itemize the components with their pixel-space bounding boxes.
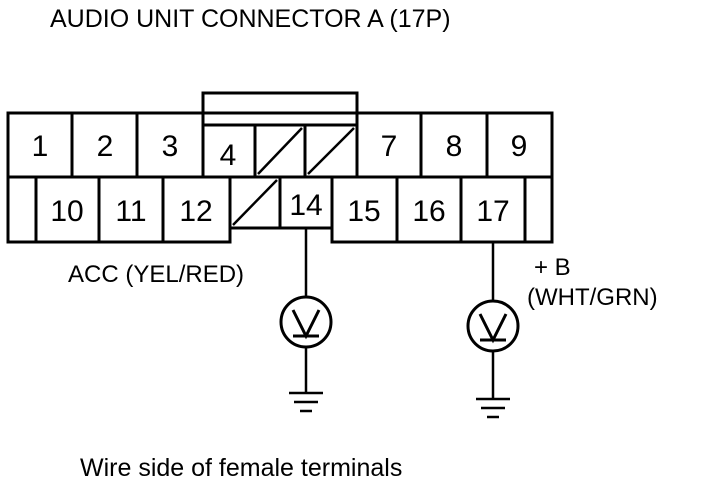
blocked-cavity-13 [232,179,278,226]
pin-15: 15 [347,195,380,228]
pin-2: 2 [97,130,114,163]
connector-body [6,91,554,244]
pin-16: 16 [412,195,445,228]
pin-1: 1 [32,130,49,163]
pin-11: 11 [115,195,146,228]
pin-7: 7 [381,130,398,163]
blocked-cavity-6 [307,127,355,175]
blocked-cavity-5 [257,127,303,175]
pin-12: 12 [179,195,212,228]
ground-icon [476,397,510,419]
pin-10: 10 [50,195,83,228]
acc-probe-circuit [279,228,333,413]
voltmeter-icon [279,295,333,349]
diagram-caption: Wire side of female terminals [80,454,402,482]
acc-wire-label: ACC (YEL/RED) [68,261,244,288]
pin-14: 14 [289,189,322,222]
pin-9: 9 [511,130,528,163]
blocked-cavity-marks [232,127,355,226]
voltmeter-icon [466,299,520,353]
battery-wire-label: + B [534,254,571,281]
pin-8: 8 [446,130,463,163]
battery-probe-circuit [466,242,520,419]
battery-wire-color: (WHT/GRN) [527,284,658,311]
ground-icon [289,391,323,413]
pin-4: 4 [220,139,237,172]
diagram-title: AUDIO UNIT CONNECTOR A (17P) [50,5,451,33]
pin-3: 3 [162,130,179,163]
pin-17: 17 [476,195,509,228]
